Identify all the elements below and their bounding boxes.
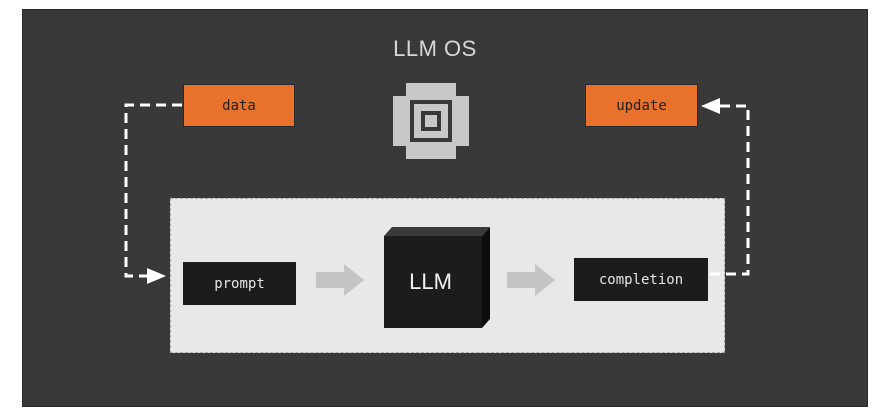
- prompt-node: prompt: [183, 262, 296, 305]
- update-node: update: [585, 84, 698, 127]
- block-arrow-icon: [316, 264, 364, 296]
- diagram-title: LLM OS: [393, 36, 477, 61]
- completion-to-update-connector: [710, 104, 750, 276]
- arrowhead-icon: [147, 268, 166, 284]
- llm-cube: [384, 227, 490, 328]
- block-arrow-icon: [507, 264, 555, 296]
- data-node: data: [183, 84, 295, 127]
- chip-icon: [393, 83, 469, 159]
- data-to-prompt-connector: [124, 103, 182, 278]
- completion-node: completion: [574, 258, 708, 301]
- llm-label: LLM: [409, 269, 452, 294]
- arrowhead-icon: [701, 98, 720, 114]
